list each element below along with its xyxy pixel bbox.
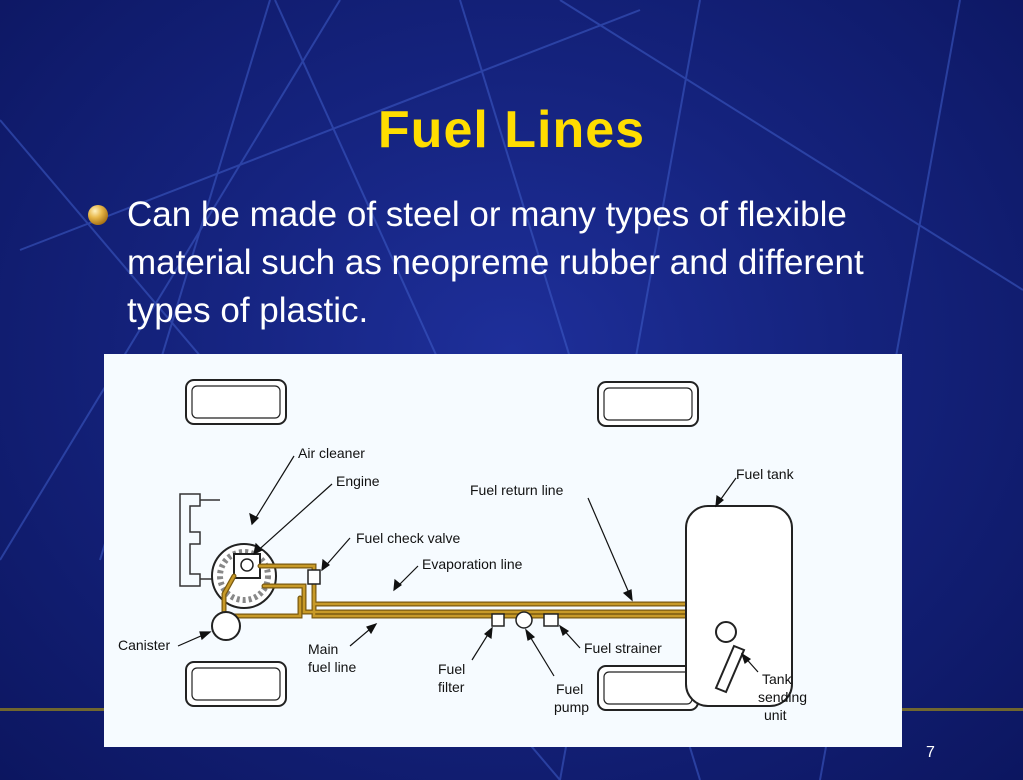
bullet-icon	[88, 205, 108, 225]
wheel-rear-right	[597, 665, 699, 711]
label-tank-sending-1: Tank	[762, 671, 793, 687]
wheel-front-left	[185, 379, 287, 425]
label-fuel-check-valve: Fuel check valve	[356, 530, 460, 546]
label-main-fuel-line-1: Main	[308, 641, 338, 657]
slide-title: Fuel Lines	[377, 101, 646, 159]
label-fuel-filter-1: Fuel	[438, 661, 465, 677]
wheel-rear-left	[597, 381, 699, 427]
engine	[211, 543, 277, 609]
fuel-tank	[685, 505, 793, 707]
label-tank-sending-2: sending	[758, 689, 807, 705]
tank-sending-unit	[715, 621, 737, 643]
label-fuel-return-line: Fuel return line	[470, 482, 564, 498]
tank-sending-arm	[714, 644, 746, 694]
label-fuel-tank: Fuel tank	[736, 466, 795, 482]
label-main-fuel-line-2: fuel line	[308, 659, 356, 675]
label-fuel-filter-2: filter	[438, 679, 465, 695]
label-canister: Canister	[118, 637, 170, 653]
fuel-filter	[491, 613, 505, 627]
fuel-check-valve	[307, 569, 321, 585]
label-engine: Engine	[336, 473, 380, 489]
label-evaporation-line: Evaporation line	[422, 556, 523, 572]
leader-lines	[177, 455, 759, 677]
bullet-text: Can be made of steel or many types of fl…	[127, 195, 864, 330]
fuel-strainer	[543, 613, 559, 627]
page-number: 7	[926, 744, 935, 761]
fuel-pump	[515, 611, 533, 629]
label-fuel-pump-1: Fuel	[556, 681, 583, 697]
canister	[211, 611, 241, 641]
label-tank-sending-3: unit	[764, 707, 787, 723]
label-air-cleaner: Air cleaner	[298, 445, 365, 461]
fuel-system-diagram: Air cleaner Engine Fuel check valve Evap…	[104, 354, 902, 747]
label-fuel-strainer: Fuel strainer	[584, 640, 662, 656]
wheel-front-right	[185, 661, 287, 707]
label-fuel-pump-2: pump	[554, 699, 589, 715]
